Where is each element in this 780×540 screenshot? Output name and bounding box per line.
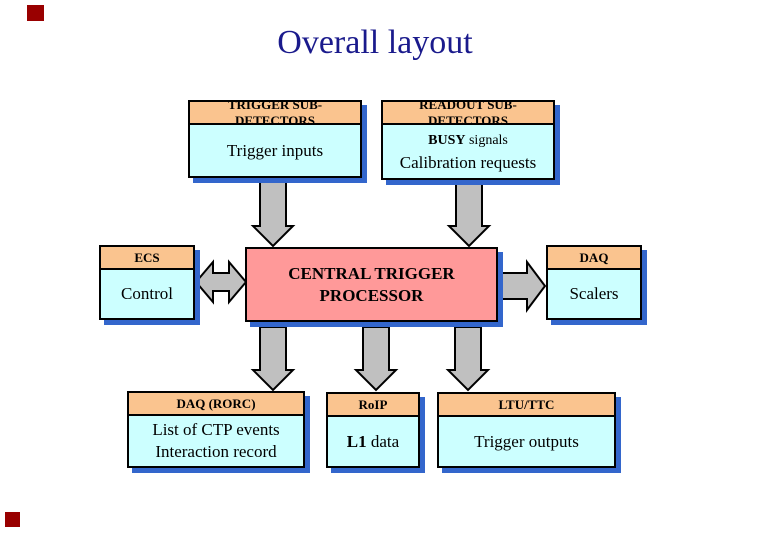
- interaction-record-label: Interaction record: [155, 442, 277, 461]
- box-roip-body: L1 data: [328, 417, 418, 466]
- down-arrow-readout-to-ctp-icon: [446, 180, 492, 248]
- down-arrow-ctp-to-ltu-icon: [445, 326, 491, 392]
- box-ecs-header: ECS: [101, 247, 193, 270]
- slide-title: Overall layout: [277, 24, 473, 61]
- down-arrow-trigger-to-ctp-icon: [250, 178, 296, 248]
- control-label: Control: [121, 284, 173, 303]
- box-central-trigger-processor: CENTRAL TRIGGER PROCESSOR: [245, 247, 498, 322]
- trigger-outputs-label: Trigger outputs: [474, 431, 579, 451]
- box-rorc-body: List of CTP events Interaction record: [129, 416, 303, 466]
- box-roip: RoIP L1 data: [326, 392, 420, 468]
- l1-label: L1: [346, 431, 367, 451]
- box-readout-subdetectors: READOUT SUB-DETECTORS BUSY signals Calib…: [381, 97, 555, 180]
- box-ltu-ttc: LTU/TTC Trigger outputs: [437, 392, 616, 468]
- right-arrow-ctp-to-daq-icon: [498, 259, 547, 313]
- box-trigger-header: TRIGGER SUB-DETECTORS: [190, 97, 360, 128]
- ctp-label-line1: CENTRAL TRIGGER: [288, 263, 455, 283]
- box-readout-header: READOUT SUB-DETECTORS: [383, 97, 553, 128]
- corner-marker-bottom-left: [5, 512, 20, 527]
- l1-data-label: L1 data: [347, 431, 399, 453]
- calibration-requests-label: Calibration requests: [399, 152, 537, 172]
- box-daq: DAQ Scalers: [546, 245, 642, 320]
- ctp-events-label: List of CTP events: [152, 420, 280, 439]
- box-daq-body: Scalers: [548, 270, 640, 318]
- down-arrow-ctp-to-rorc-icon: [250, 326, 296, 392]
- box-ecs-body: Control: [101, 270, 193, 318]
- box-ecs: ECS Control: [99, 245, 195, 320]
- double-arrow-ecs-ctp-icon: [194, 259, 248, 305]
- box-ltu-body: Trigger outputs: [439, 417, 614, 466]
- ctp-label-line2: PROCESSOR: [319, 285, 424, 305]
- busy-signals-label: BUSY signals: [428, 130, 508, 152]
- data-label: data: [366, 431, 400, 451]
- box-readout-body: BUSY signals Calibration requests: [383, 125, 553, 178]
- box-daq-header: DAQ: [548, 247, 640, 270]
- busy-label: BUSY: [428, 132, 466, 148]
- trigger-inputs-label: Trigger inputs: [226, 140, 324, 160]
- signals-label: signals: [465, 132, 508, 148]
- box-roip-header: RoIP: [328, 394, 418, 417]
- box-trigger-subdetectors: TRIGGER SUB-DETECTORS Trigger inputs: [188, 97, 362, 178]
- corner-marker-top-left: [27, 5, 44, 21]
- box-trigger-body: Trigger inputs: [190, 125, 360, 176]
- box-daq-rorc: DAQ (RORC) List of CTP events Interactio…: [127, 391, 305, 468]
- box-rorc-header: DAQ (RORC): [129, 393, 303, 416]
- down-arrow-ctp-to-roip-icon: [353, 326, 399, 392]
- scalers-label: Scalers: [569, 284, 619, 303]
- box-ltu-header: LTU/TTC: [439, 394, 614, 417]
